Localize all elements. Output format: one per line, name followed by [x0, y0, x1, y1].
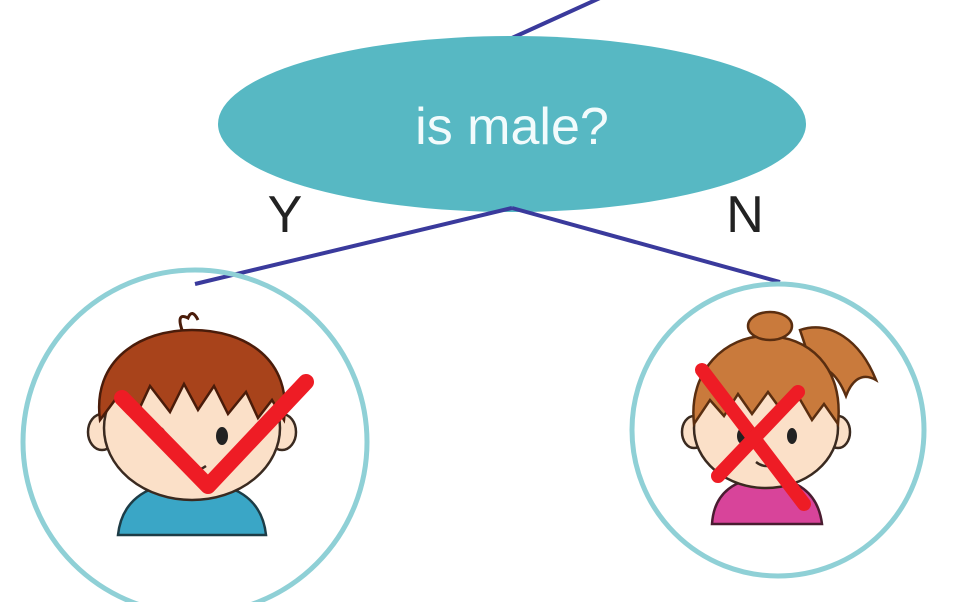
decision-node: is male?: [218, 36, 806, 212]
yes-branch-label: Y: [268, 186, 303, 244]
boy-hair: [97, 328, 287, 424]
left-leaf: [20, 267, 370, 602]
decision-node-shape: [218, 36, 806, 212]
decision-node-question: is male?: [415, 98, 609, 156]
yes-branch-edge: [194, 206, 513, 286]
parent-edge: [511, 0, 601, 40]
checkmark-icon: [114, 374, 314, 494]
no-branch-label: N: [726, 186, 764, 244]
left-leaf-ring: [20, 267, 370, 602]
right-leaf-ring: [629, 281, 927, 579]
cross-icon: [695, 363, 811, 511]
right-leaf: [629, 281, 927, 579]
no-branch-edge: [511, 206, 781, 284]
